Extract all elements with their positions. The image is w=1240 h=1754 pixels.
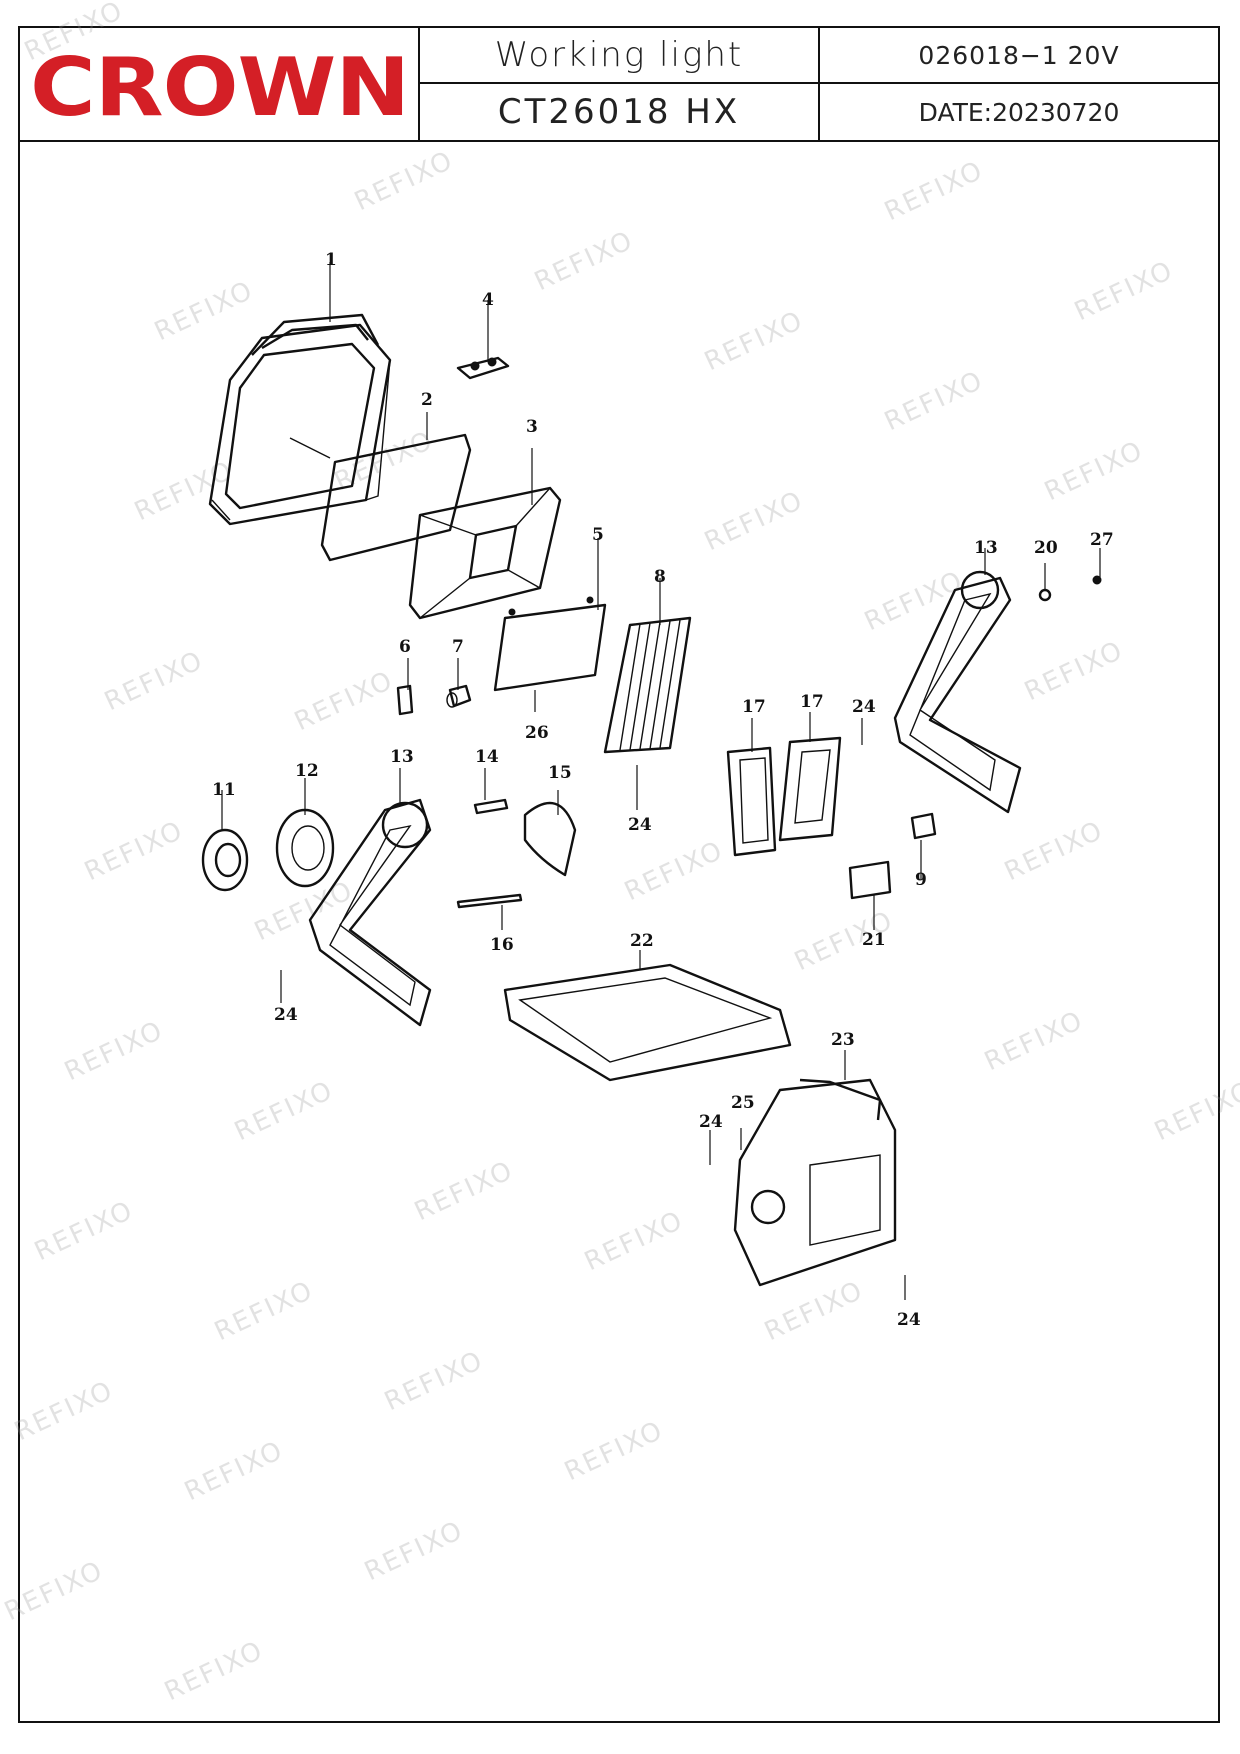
part-9-switch <box>910 812 937 840</box>
callout-27: 27 <box>1090 530 1114 550</box>
part-12-knob <box>275 808 335 888</box>
callout-23: 23 <box>831 1030 855 1050</box>
callout-24-a: 24 <box>628 815 652 835</box>
document-title: Working light <box>420 28 820 84</box>
part-17-housing-right <box>778 736 842 842</box>
callout-5: 5 <box>592 525 604 545</box>
part-16-rod <box>456 893 523 909</box>
callout-7: 7 <box>452 637 464 657</box>
part-4-bracket <box>456 356 510 380</box>
callout-15: 15 <box>548 763 572 783</box>
part-2-lens <box>320 433 472 562</box>
leader-lines <box>221 262 1101 1300</box>
callout-9: 9 <box>915 870 927 890</box>
part-22-base-tray <box>503 963 792 1082</box>
callout-22: 22 <box>630 931 654 951</box>
drawing-sheet: CROWN Working light CT26018 HX 026018−1 … <box>18 26 1220 1723</box>
part-7-spacer <box>446 684 472 708</box>
callout-6: 6 <box>399 637 411 657</box>
part-23-main-housing <box>733 1078 897 1287</box>
callout-3: 3 <box>526 417 538 437</box>
part-14-pin <box>473 798 509 815</box>
part-20-washer <box>1038 588 1052 602</box>
callout-26: 26 <box>525 723 549 743</box>
callout-24-e: 24 <box>897 1310 921 1330</box>
callout-24-b: 24 <box>852 697 876 717</box>
callout-14: 14 <box>475 747 499 767</box>
part-13-left-leg <box>308 798 432 1027</box>
callout-11: 11 <box>212 780 236 800</box>
part-27-screw <box>1092 575 1102 585</box>
drawing-date: DATE:20230720 <box>918 97 1120 127</box>
callout-21: 21 <box>862 930 886 950</box>
logo-cell: CROWN <box>20 28 420 140</box>
model-number: CT26018 HX <box>420 84 820 140</box>
part-8-heat-sink <box>603 616 692 754</box>
callout-1: 1 <box>325 250 337 270</box>
callout-16: 16 <box>490 935 514 955</box>
callout-2: 2 <box>421 390 433 410</box>
part-5-led-board <box>493 596 607 692</box>
part-3-reflector <box>408 486 562 620</box>
part-17-housing-left <box>726 746 777 857</box>
part-15-clip <box>523 801 577 877</box>
brand-logo: CROWN <box>30 41 410 134</box>
part-code: 026018−1 20V <box>820 28 1218 84</box>
callout-labels: 1 2 3 4 5 6 7 8 9 11 12 13 13 14 15 16 1… <box>212 250 1114 1330</box>
callout-20: 20 <box>1034 538 1058 558</box>
callout-13-left: 13 <box>390 747 414 767</box>
callout-25: 25 <box>731 1093 755 1113</box>
callout-13-right: 13 <box>974 538 998 558</box>
callout-24-c: 24 <box>274 1005 298 1025</box>
callout-8: 8 <box>654 567 666 587</box>
callout-24-d: 24 <box>699 1112 723 1132</box>
title-block: CROWN Working light CT26018 HX 026018−1 … <box>20 28 1218 142</box>
part-6-connector <box>396 684 414 716</box>
callout-12: 12 <box>295 761 319 781</box>
part-13-right-leg <box>893 570 1022 814</box>
part-21-terminal <box>848 860 892 900</box>
callout-17-right: 17 <box>800 692 824 712</box>
part-11-ring <box>201 828 249 892</box>
callout-17-left: 17 <box>742 697 766 717</box>
part-front-frame <box>208 313 392 526</box>
callout-4: 4 <box>482 290 494 310</box>
